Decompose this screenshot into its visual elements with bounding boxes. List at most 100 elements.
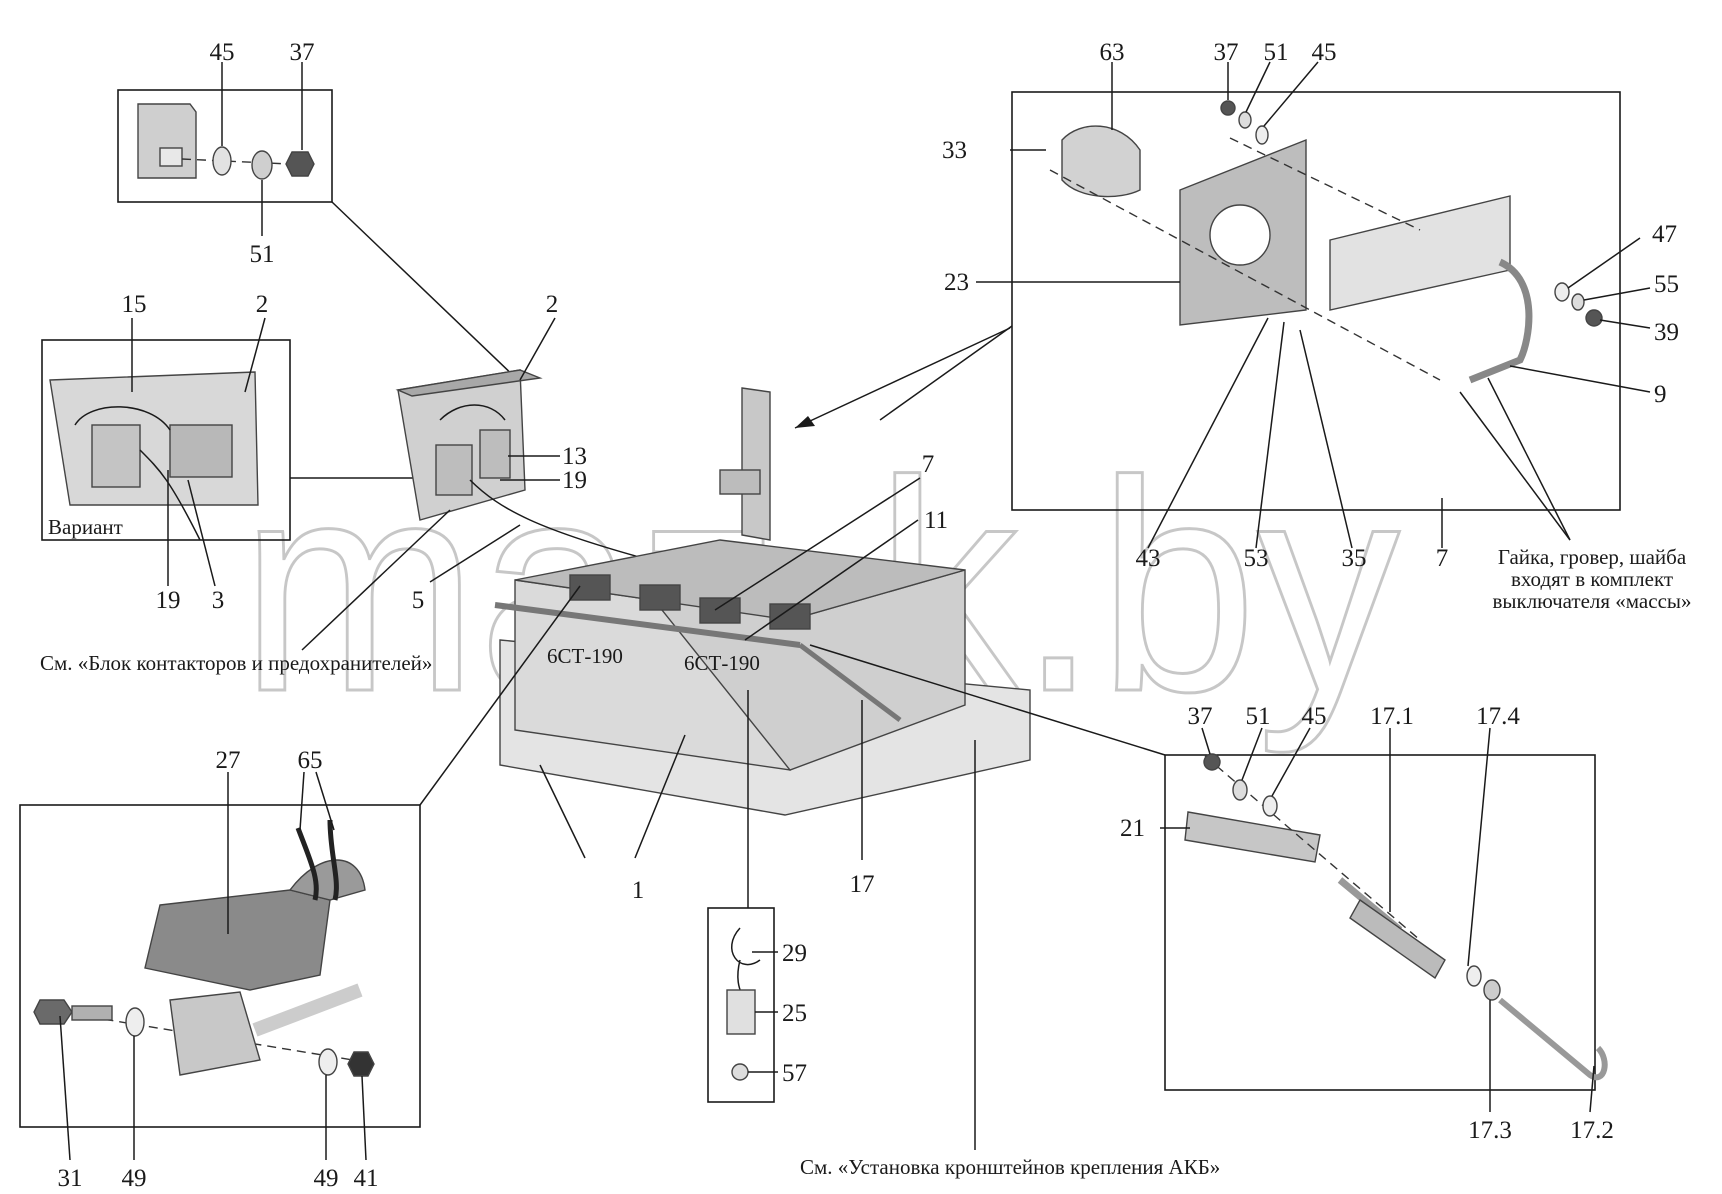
callout-45: 45: [210, 39, 235, 66]
nut-17-3: [1483, 979, 1501, 1001]
washer-45: [212, 146, 232, 176]
callout-35: 35: [1342, 545, 1367, 572]
arrow-line: [794, 327, 1011, 429]
terminal-cover-2: [639, 584, 681, 611]
callout-55: 55: [1654, 271, 1679, 298]
variant-label: Вариант: [48, 515, 123, 539]
variant-switch: [169, 424, 233, 478]
inset-variant-frame: [41, 339, 291, 541]
callout-15: 15: [122, 291, 147, 318]
see-akb-brackets: См. «Установка кронштейнов крепления АКБ…: [800, 1155, 1220, 1179]
callout-37-tr: 37: [1214, 39, 1239, 66]
leader-see-block: [301, 509, 451, 651]
leader-note-a: [1459, 391, 1571, 541]
inset-mass-switch: [879, 61, 1651, 549]
inset-fuse-tag-frame: [707, 907, 775, 1103]
cable-ties-65: [295, 819, 339, 901]
leader-17-2: [1589, 1065, 1595, 1113]
callout-17-4: 17.4: [1476, 703, 1520, 730]
inset-fuse-holder: [19, 771, 421, 1161]
grover-51-br: [1232, 779, 1248, 801]
nut-37: [285, 151, 315, 177]
callout-17-3: 17.3: [1468, 1117, 1512, 1144]
leader-55: [1583, 287, 1651, 301]
washer-47: [1554, 282, 1570, 302]
callout-29: 29: [782, 940, 807, 967]
washer-45-tr: [1255, 125, 1269, 145]
callout-17: 17: [850, 871, 875, 898]
leader-31: [59, 1015, 71, 1161]
tie-rod: [798, 643, 902, 722]
battery-top: [514, 539, 966, 621]
bolt-31-shank: [71, 1005, 113, 1021]
callout-5: 5: [412, 587, 425, 614]
callout-2: 2: [256, 291, 269, 318]
callout-19: 19: [156, 587, 181, 614]
leader-11: [744, 519, 919, 641]
callout-3: 3: [212, 587, 225, 614]
contactor-box: [435, 444, 473, 496]
mass-switch-63: [1061, 125, 1141, 198]
callout-17-1: 17.1: [1370, 703, 1414, 730]
callout-45-tr: 45: [1312, 39, 1337, 66]
inset-tie-rod-frame: [1164, 754, 1596, 1091]
callout-7b: 7: [922, 451, 935, 478]
leader-43: [1147, 317, 1269, 549]
fuse-block: [479, 429, 511, 479]
leader-51-br: [1241, 727, 1263, 781]
seal-57: [731, 1063, 749, 1081]
contactor-bracket: [395, 369, 543, 397]
washer-45-br: [1262, 795, 1278, 817]
arrow-head: [795, 416, 815, 428]
fuse-cover-27: [144, 889, 331, 991]
washer-49a: [125, 1007, 145, 1037]
mounted-switch: [719, 469, 761, 495]
callout-45-br: 45: [1302, 703, 1327, 730]
leader-17-4: [1467, 727, 1491, 967]
leader-65a: [299, 771, 305, 831]
leader-45-br: [1271, 727, 1311, 797]
callout-51-br: 51: [1246, 703, 1271, 730]
tag-25: [726, 989, 756, 1035]
callout-23: 23: [944, 269, 969, 296]
callout-51: 51: [250, 241, 275, 268]
mass-switch-mounted: [719, 327, 1011, 541]
washer-49b: [318, 1048, 338, 1076]
battery-marking-2: 6СТ-190: [684, 651, 760, 675]
leader-2b: [519, 317, 556, 381]
leader-7b: [714, 477, 921, 611]
counter-plate: [1329, 195, 1511, 311]
callout-11: 11: [924, 507, 948, 534]
leader-1a: [539, 764, 586, 859]
washer-17-4: [1466, 965, 1482, 987]
callout-2b: 2: [546, 291, 559, 318]
contactor-wires: [439, 404, 651, 561]
callout-37: 37: [290, 39, 315, 66]
clamp-bar: [494, 602, 801, 648]
callout-51-tr: 51: [1264, 39, 1289, 66]
leader-35: [1299, 329, 1353, 549]
callout-53: 53: [1244, 545, 1269, 572]
tag-wire-29: [730, 927, 761, 996]
leader-9: [1509, 365, 1651, 393]
terminal-cover-4: [769, 603, 811, 630]
leader-3: [187, 479, 216, 587]
leader-1b: [634, 734, 686, 859]
callout-43: 43: [1136, 545, 1161, 572]
leader-2a: [244, 317, 266, 393]
callout-41: 41: [354, 1165, 379, 1192]
plate-hole: [1209, 204, 1271, 266]
grover-51: [251, 150, 273, 180]
bolt-31-head: [33, 999, 73, 1025]
callout-19b: 19: [562, 467, 587, 494]
grover-51-tr: [1238, 111, 1252, 129]
terminal-cover-3: [699, 597, 741, 624]
link-to-rod-inset: [809, 644, 1166, 756]
callout-9: 9: [1654, 381, 1667, 408]
bracket-21: [1184, 811, 1321, 863]
inset-mass-switch-frame: [1011, 91, 1621, 511]
variant-wires: [74, 406, 201, 541]
mounted-plate: [741, 387, 771, 541]
axis-top: [1229, 137, 1421, 231]
